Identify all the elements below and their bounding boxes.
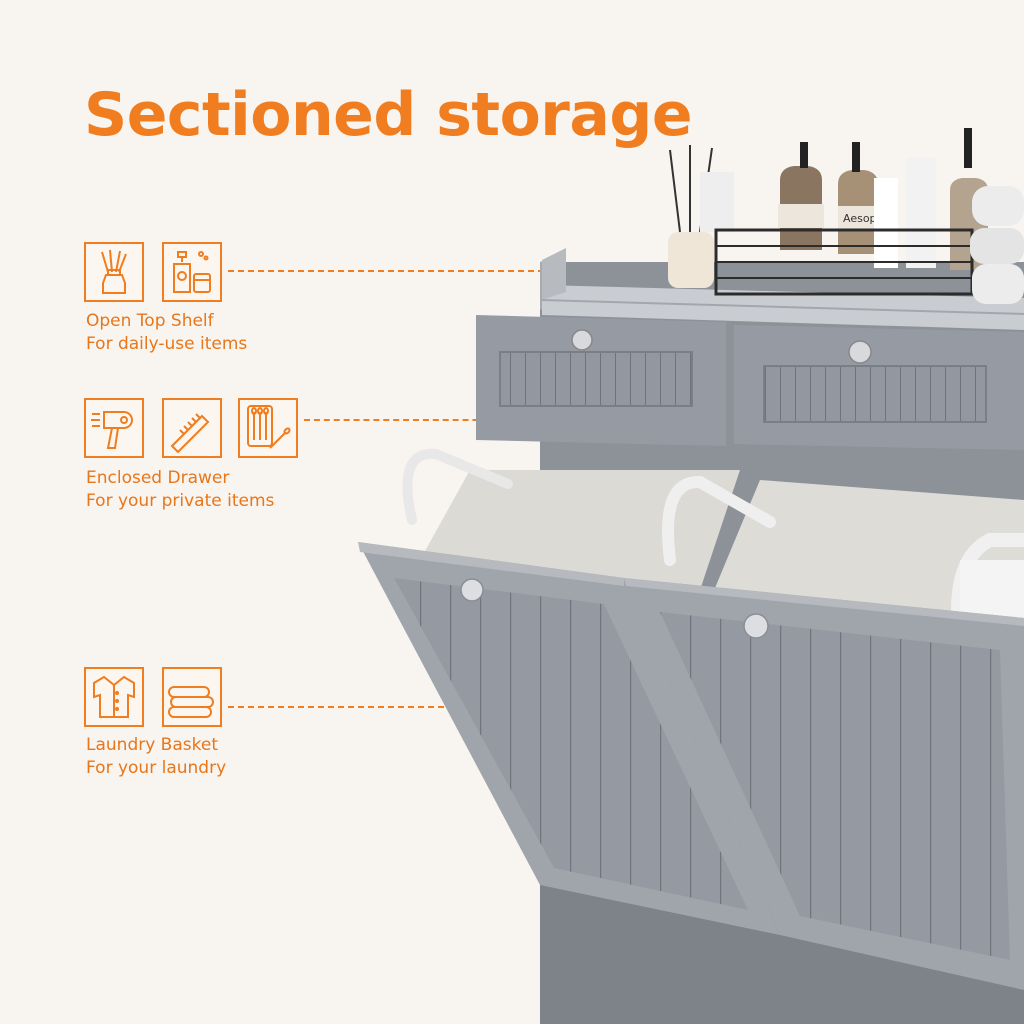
bottle-brand-label: Aesop <box>843 212 877 225</box>
shelf-items: Aesop <box>668 128 1024 304</box>
cabinet-drawing: Aesop <box>358 128 1024 1024</box>
drawer-leader-line <box>304 419 528 421</box>
hair-dryer-icon <box>84 398 144 458</box>
cabinet-base <box>540 880 1024 1024</box>
reed-diffuser-icon <box>84 242 144 302</box>
shirt-icon <box>84 667 144 727</box>
feature-enclosed-drawer: Enclosed Drawer For your private items <box>86 467 274 513</box>
toiletries-icon <box>162 242 222 302</box>
feature-laundry-basket: Laundry Basket For your laundry <box>86 734 226 780</box>
shelf-leader-line <box>228 270 664 272</box>
drawer-left <box>476 315 726 446</box>
feature-name: Enclosed Drawer <box>86 468 230 488</box>
feature-description: For daily-use items <box>86 334 248 354</box>
basket-leader-line <box>228 706 564 708</box>
hamper-door-right <box>624 578 1024 990</box>
feature-open-top-shelf: Open Top Shelf For daily-use items <box>86 310 247 356</box>
feature-name: Open Top Shelf <box>86 311 214 331</box>
feature-name: Laundry Basket <box>86 735 218 755</box>
folded-towels-icon <box>162 667 222 727</box>
laundry-cabinet-illustration: Aesop <box>330 110 1024 1024</box>
page-title: Sectioned storage <box>84 80 693 150</box>
feature-description: For your laundry <box>86 758 227 778</box>
cotton-swab-icon <box>238 398 298 458</box>
drawer-right <box>734 325 1024 450</box>
hamper-door-left <box>358 542 780 935</box>
feature-description: For your private items <box>86 491 275 511</box>
comb-icon <box>162 398 222 458</box>
